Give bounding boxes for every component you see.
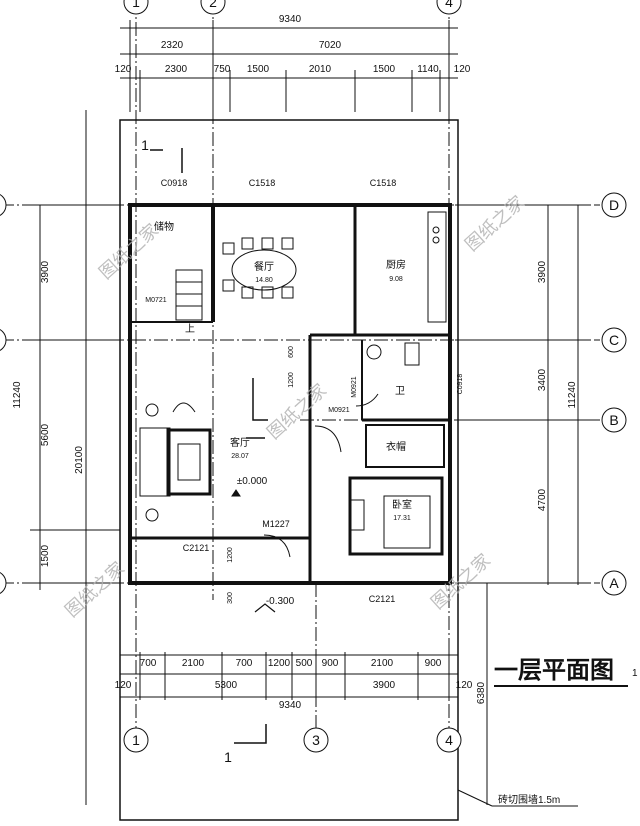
dim-right-part-2: 3400 xyxy=(537,368,548,391)
axis-label-top-4: 4 xyxy=(445,0,453,10)
floor-elevation: ±0.000 xyxy=(237,476,268,487)
dim-bottom-row1-6: 900 xyxy=(322,658,339,669)
dim-top-row2-2: 2300 xyxy=(165,64,188,75)
axis-grid-lines xyxy=(0,0,600,730)
axis-label-bottom-3: 3 xyxy=(312,732,320,748)
door-code-m1227: M1227 xyxy=(262,519,290,529)
dim-right-outer: 11240 xyxy=(567,381,578,409)
window-code-c2121-living: C2121 xyxy=(183,543,210,553)
dim-bottom-row1-5: 500 xyxy=(296,658,313,669)
room-bedroom-name: 卧室 xyxy=(392,498,412,511)
axis-label-right-c: C xyxy=(609,332,619,348)
dim-top-row1-a: 2320 xyxy=(161,40,184,51)
windows xyxy=(142,204,451,584)
dim-right-part-3: 4700 xyxy=(537,488,548,511)
opening-codes: C0918 C1518 C1518 M0721 M0921 M0921 C091… xyxy=(145,178,464,604)
watermark-2: 图纸之家 xyxy=(461,192,529,256)
dim-bottom-row2-3: 3900 xyxy=(373,680,396,691)
room-kitchen-name: 厨房 xyxy=(386,258,406,271)
dim-right-yard: 6380 xyxy=(476,681,487,704)
dim-left-part-1: 3900 xyxy=(40,260,51,283)
room-closet-name: 衣帽 xyxy=(386,440,406,453)
dim-top-row2-8: 120 xyxy=(454,64,471,75)
dim-top-row2-1: 120 xyxy=(115,64,132,75)
dim-bottom-row1-3: 700 xyxy=(236,658,253,669)
axis-bubbles xyxy=(0,0,627,753)
section-mark-bottom: 1 xyxy=(224,749,232,765)
dim-top-row2-3: 750 xyxy=(214,64,231,75)
dim-top-total: 9340 xyxy=(279,14,302,25)
interior-dimensions: 600 1200 1200 300 xyxy=(227,346,295,604)
dim-left-outer: 20100 xyxy=(74,446,85,474)
window-code-c2121-bedroom: C2121 xyxy=(369,594,396,604)
room-living-name: 客厅 xyxy=(230,436,250,449)
room-dining-name: 餐厅 xyxy=(254,260,274,273)
stair-up-label: 上 xyxy=(185,323,195,335)
dim-bottom-row1-8: 900 xyxy=(425,658,442,669)
room-labels: 储物 餐厅 14.80 厨房 9.08 卫 客厅 28.07 衣帽 卧室 17.… xyxy=(154,220,412,522)
axis-label-right-b: B xyxy=(609,412,618,428)
axis-label-bottom-4: 4 xyxy=(445,732,453,748)
bottom-dimensions: 700 2100 700 1200 500 900 2100 900 120 5… xyxy=(115,658,473,711)
top-dimensions: 9340 2320 7020 120 2300 750 1500 2010 15… xyxy=(115,14,471,75)
dim-right-part-1: 3900 xyxy=(537,260,548,283)
window-code-c1518-dining: C1518 xyxy=(249,178,276,188)
window-code-c1518-kitchen: C1518 xyxy=(370,178,397,188)
window-code-c0918-north: C0918 xyxy=(161,178,188,188)
axis-label-top-1: 1 xyxy=(132,0,140,10)
dim-bottom-row1-4: 1200 xyxy=(268,658,291,669)
dim-top-row2-6: 1500 xyxy=(373,64,396,75)
dim-top-row2-5: 2010 xyxy=(309,64,332,75)
dim-bottom-row2-1: 120 xyxy=(115,680,132,691)
wall-note: 砖切围墙1.5m xyxy=(498,793,560,806)
dim-top-row2-4: 1500 xyxy=(247,64,270,75)
dim-bottom-row1-2: 2100 xyxy=(182,658,205,669)
axis-label-top-2: 2 xyxy=(209,0,217,10)
watermark-4: 图纸之家 xyxy=(61,558,129,622)
room-storage-name: 储物 xyxy=(154,220,174,233)
dim-bottom-row2-2: 5300 xyxy=(215,680,238,691)
dim-left-part-3: 1500 xyxy=(40,544,51,567)
axis-labels: 1 2 4 1 3 4 D C B A D C B A xyxy=(132,0,619,748)
dim-interior-4: 300 xyxy=(227,592,234,604)
dim-interior-1: 600 xyxy=(288,346,295,358)
room-kitchen-area: 9.08 xyxy=(389,276,403,283)
door-code-m0921-vertical: M0921 xyxy=(351,376,358,398)
section-mark-top: 1 xyxy=(141,137,149,153)
axis-label-right-d: D xyxy=(609,197,619,213)
window-code-c0918-bath: C0918 xyxy=(457,374,464,395)
dim-top-row2-7: 1140 xyxy=(417,64,439,75)
watermark-3: 图纸之家 xyxy=(263,380,331,444)
dim-bottom-row2-4: 120 xyxy=(456,680,473,691)
plan-scale-mark: 1 xyxy=(632,668,638,679)
room-bathroom-name: 卫 xyxy=(395,386,405,397)
door-code-m0721: M0721 xyxy=(145,297,167,304)
room-bedroom-area: 17.31 xyxy=(393,515,411,522)
room-living-area: 28.07 xyxy=(231,453,249,460)
axis-label-bottom-1: 1 xyxy=(132,732,140,748)
dim-left-part-2: 5600 xyxy=(40,423,51,446)
fixtures xyxy=(139,148,447,744)
dim-top-row1-b: 7020 xyxy=(319,40,342,51)
left-dimensions: 3900 5600 1500 11240 20100 xyxy=(12,260,85,567)
right-dimensions: 3900 3400 4700 11240 6380 xyxy=(476,260,578,704)
room-dining-area: 14.80 xyxy=(255,277,273,284)
plan-title: 一层平面图 xyxy=(494,656,614,684)
door-code-m0921: M0921 xyxy=(328,407,350,414)
dim-interior-3: 1200 xyxy=(227,547,234,563)
dim-bottom-row1-7: 2100 xyxy=(371,658,394,669)
dim-bottom-total: 9340 xyxy=(279,700,302,711)
plan-annotations: 上 ±0.000 -0.300 1 1 一层平面图 1 砖切围墙1.5m xyxy=(141,137,638,807)
dim-interior-2: 1200 xyxy=(288,372,295,388)
dim-bottom-row1-1: 700 xyxy=(140,658,157,669)
axis-label-right-a: A xyxy=(609,575,619,591)
dim-left-mid: 11240 xyxy=(12,381,23,409)
outdoor-elevation: -0.300 xyxy=(266,596,295,607)
